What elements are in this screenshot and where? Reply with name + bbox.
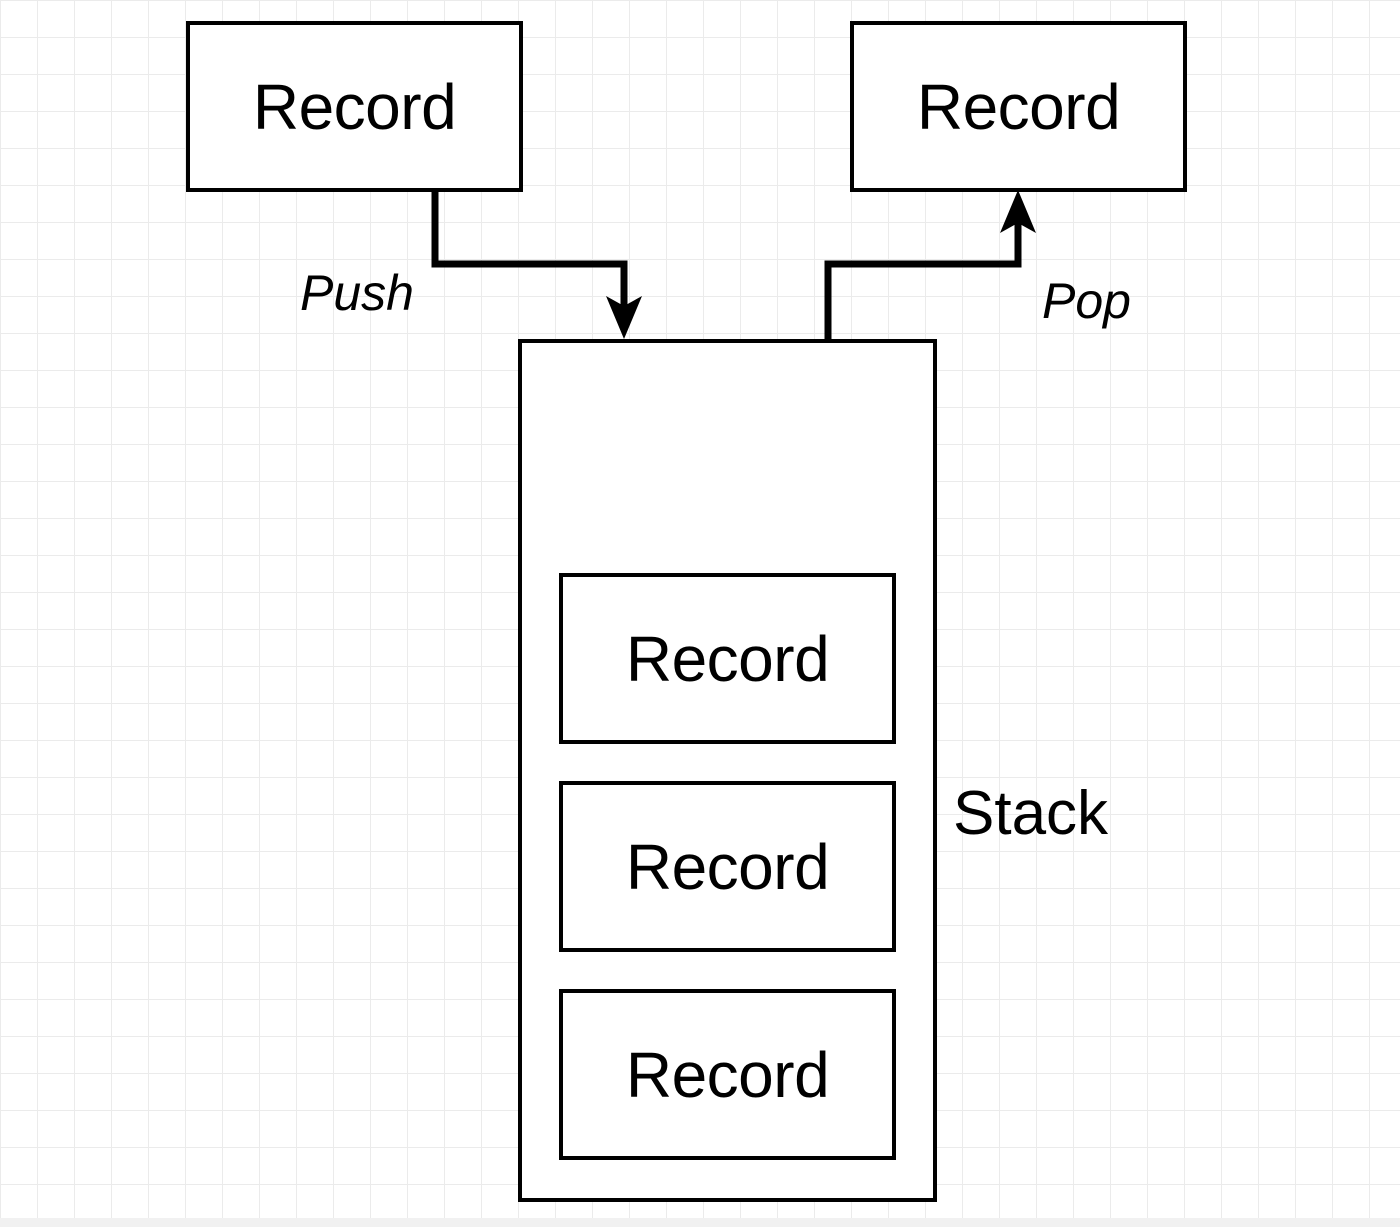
push-arrow [431, 190, 628, 312]
stack-record-middle: Record [559, 781, 896, 952]
popped-record-label: Record [916, 70, 1121, 143]
push-arrowhead [606, 296, 642, 339]
pop-arrow [824, 218, 1022, 341]
stack-record-label: Record [625, 622, 830, 695]
pop-label: Pop [1042, 273, 1131, 329]
stack-label: Stack [953, 779, 1109, 848]
stack-record-label: Record [625, 830, 830, 903]
incoming-record-label: Record [252, 70, 457, 143]
push-label: Push [300, 265, 414, 321]
stack-record-top: Record [559, 573, 896, 744]
pop-arrowhead [1000, 190, 1036, 233]
stack-record-bottom: Record [559, 989, 896, 1160]
stack-record-label: Record [625, 1038, 830, 1111]
incoming-record-box: Record [186, 21, 523, 192]
popped-record-box: Record [850, 21, 1187, 192]
bottom-divider [0, 1218, 1400, 1227]
